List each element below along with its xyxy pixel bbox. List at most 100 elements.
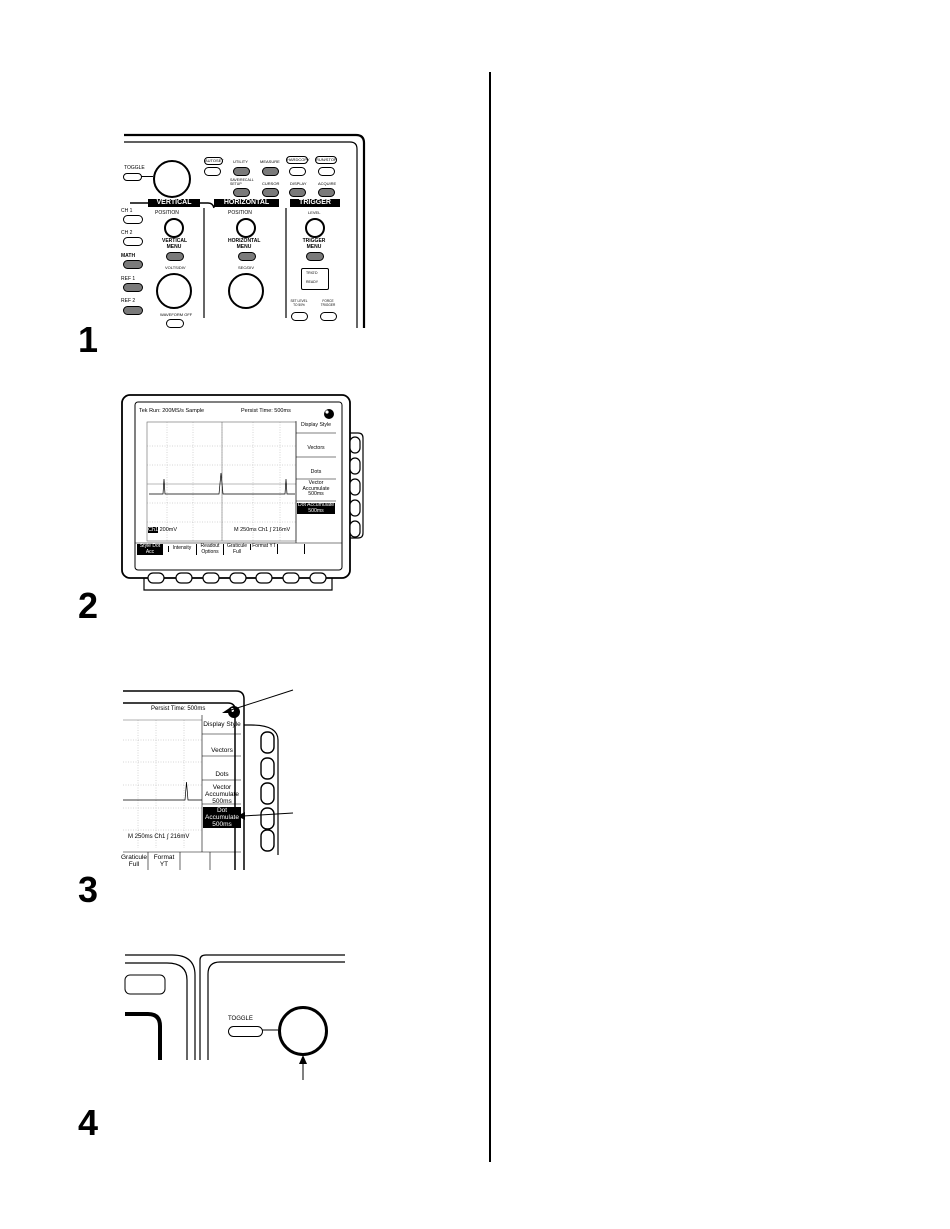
hardcopy-label: HARDCOPY [287, 157, 310, 162]
acquire-button[interactable] [318, 188, 335, 197]
volts-div-knob[interactable] [156, 273, 192, 309]
bottom-menu-empty-2[interactable] [304, 544, 331, 554]
autoset-button[interactable] [204, 157, 223, 165]
vertical-position-knob[interactable] [164, 218, 184, 238]
zoomed-screen-illustration: Persist Time: 500ms M 250ms Ch1 ∫ 216mV … [118, 680, 318, 870]
acquisition-status: Tek Run: 200MS/s Sample [139, 408, 205, 414]
measure-button[interactable] [262, 167, 279, 176]
math-button[interactable] [123, 260, 143, 269]
horizontal-menu-button[interactable] [238, 252, 256, 261]
side-menu-display-style: Display Style [301, 422, 331, 428]
vertical-position-label: POSITION [155, 210, 179, 216]
toggle-button[interactable] [123, 173, 142, 181]
trigger-level-label: LEVEL [308, 210, 321, 215]
trigger-section-header: TRIGGER [290, 199, 340, 207]
step-number-2: 2 [78, 585, 99, 626]
side-menu-vectors[interactable]: Vectors [307, 445, 325, 451]
save-recall-button[interactable] [233, 188, 250, 197]
side-menu-dot-accumulate[interactable]: Dot Accumulate 500ms [297, 502, 335, 514]
step-number-4: 4 [78, 1102, 99, 1143]
waveform-off-label: WAVEFORM OFF [160, 312, 193, 317]
step-number-3: 3 [78, 869, 99, 910]
utility-label: UTILITY [233, 159, 248, 164]
vertical-menu-label: VERTICAL MENU [162, 238, 187, 250]
display-button[interactable] [289, 188, 306, 197]
general-purpose-knob-large[interactable] [278, 1006, 328, 1056]
zoom-side-display-style: Display Style [203, 721, 241, 728]
display-screen-illustration: Tek Run: 200MS/s Sample Persist Time: 50… [120, 393, 370, 593]
force-trigger-label: FORCE TRIGGER [320, 299, 336, 307]
ready-indicator: READY [306, 280, 319, 284]
front-panel-frame [124, 133, 366, 328]
save-recall-label: SAVE/RECALL SETUP [230, 178, 254, 186]
zoom-side-vector-accumulate[interactable]: Vector Accumulate 500ms [205, 784, 239, 805]
knob-illustration: TOGGLE [120, 950, 345, 1080]
utility-button[interactable] [233, 167, 250, 176]
sec-div-label: SEC/DIV [238, 265, 255, 270]
volts-div-label: VOLTS/DIV [165, 265, 186, 270]
horizontal-readout-zoom: M 250ms Ch1 ∫ 216mV [128, 834, 190, 840]
math-label: MATH [121, 253, 136, 259]
trigger-menu-label: TRIGGER MENU [302, 238, 326, 250]
front-panel-illustration: TOGGLE AUTOSET UTILITY MEASURE HARDCOPY … [118, 128, 368, 328]
trigd-indicator: TRIG'D [306, 271, 318, 275]
run-stop-button[interactable] [318, 167, 335, 176]
zoom-side-vectors[interactable]: Vectors [211, 747, 233, 754]
column-divider [489, 72, 491, 1162]
horizontal-menu-label: HORIZONTAL MENU [228, 238, 261, 250]
force-trigger-button[interactable] [320, 312, 337, 321]
ch1-label: CH 1 [121, 208, 133, 214]
ch2-button[interactable] [123, 237, 143, 246]
display-label: DISPLAY [290, 181, 307, 186]
hardcopy-label-box [286, 156, 308, 164]
ref1-label: REF 1 [121, 276, 136, 282]
bottom-menu-readout-options[interactable]: Readout Options [196, 543, 223, 555]
toggle-button-large[interactable] [228, 1026, 263, 1037]
autoset-key[interactable] [204, 167, 221, 176]
display-bezel [121, 394, 364, 591]
zoom-side-dot-accumulate[interactable]: Dot Accumulate 500ms [203, 807, 241, 828]
bottom-menu-empty-1[interactable] [277, 544, 304, 554]
toggle-connector [141, 176, 153, 177]
sec-div-knob[interactable] [228, 273, 264, 309]
ref2-button[interactable] [123, 306, 143, 315]
acquire-label: ACQUIRE [318, 181, 337, 186]
step-number-1: 1 [78, 319, 99, 360]
trigger-level-knob[interactable] [305, 218, 325, 238]
bottom-menu-graticule[interactable]: Graticule Full [223, 543, 250, 555]
autoset-label: AUTOSET [205, 158, 224, 163]
cursor-button[interactable] [262, 188, 279, 197]
knob-panel-frame [124, 954, 345, 1080]
trigger-menu-button[interactable] [306, 252, 324, 261]
run-stop-label-box [315, 156, 337, 164]
side-menu-dots[interactable]: Dots [310, 469, 322, 475]
horizontal-position-label: POSITION [228, 210, 252, 216]
persist-time-readout: Persist Time: 500ms [241, 408, 291, 414]
vertical-section-header: VERTICAL [148, 199, 200, 207]
horizontal-section-header: HORIZONTAL [214, 199, 279, 207]
zoomed-bezel [123, 689, 294, 870]
set-level-button[interactable] [291, 312, 308, 321]
bottom-menu-format[interactable]: Format YT [250, 543, 277, 550]
zoom-bottom-graticule[interactable]: Graticule Full [120, 854, 147, 868]
vertical-menu-button[interactable] [166, 252, 184, 261]
bottom-menu-style[interactable]: Style Dot Acc [137, 543, 163, 555]
hardcopy-button[interactable] [289, 167, 306, 176]
zoom-side-dots[interactable]: Dots [215, 771, 229, 778]
side-menu-vector-accumulate[interactable]: Vector Accumulate 500ms [302, 480, 330, 497]
ref2-label: REF 2 [121, 298, 136, 304]
horizontal-position-knob[interactable] [236, 218, 256, 238]
bottom-menu-intensity[interactable]: Intensity [168, 545, 195, 552]
general-purpose-knob[interactable] [153, 160, 191, 198]
waveform-off-button[interactable] [166, 319, 184, 328]
channel-scale-readout: Ch1 200mV [148, 527, 178, 533]
set-level-label: SET LEVEL TO 50% [290, 299, 308, 307]
cursor-label: CURSOR [262, 181, 280, 186]
toggle-label-large: TOGGLE [228, 1016, 253, 1022]
ch2-label: CH 2 [121, 230, 133, 236]
zoom-bottom-format[interactable]: Format YT [153, 854, 175, 868]
ch1-button[interactable] [123, 215, 143, 224]
ref1-button[interactable] [123, 283, 143, 292]
trigger-status-box [301, 268, 329, 290]
